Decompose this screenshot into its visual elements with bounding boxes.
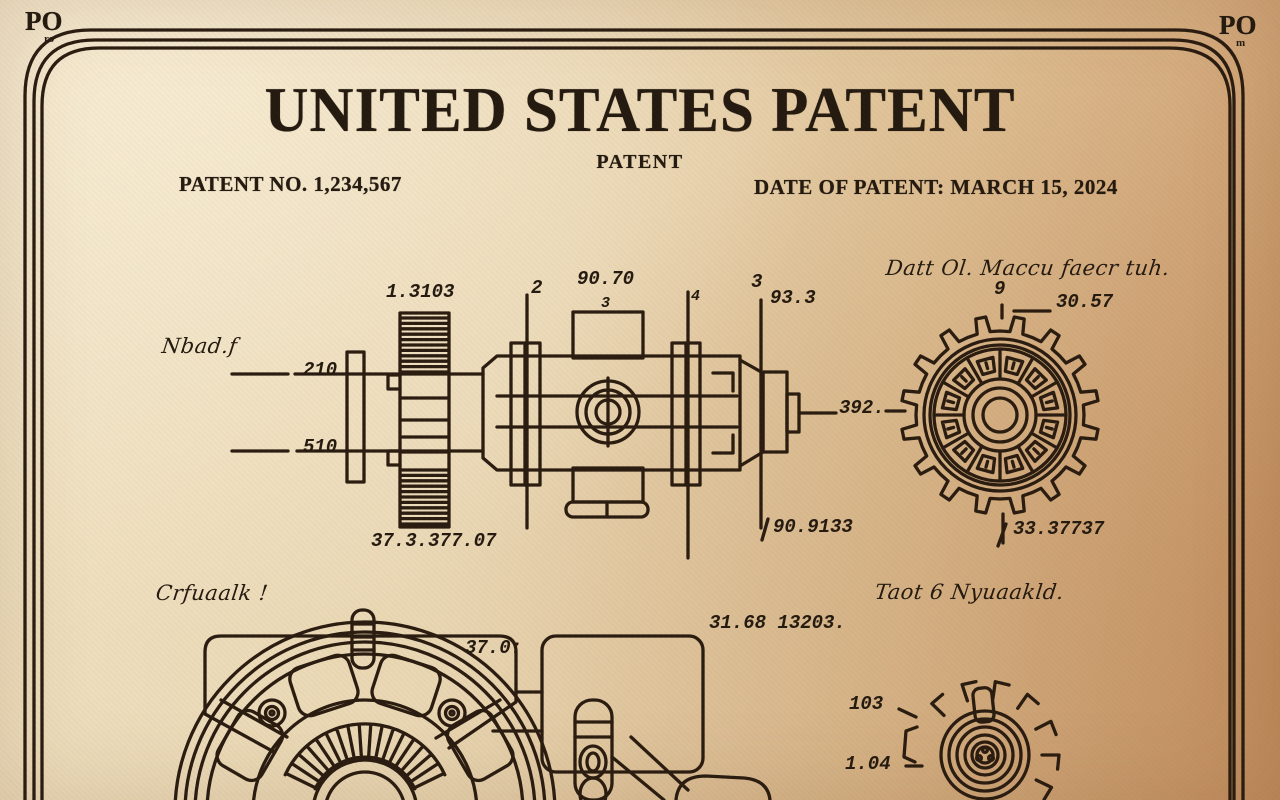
patent-number: PATENT NO. 1,234,567 [179, 172, 402, 196]
fig1-dim-block-sub: 3 [601, 295, 611, 312]
fig4-handwritten-note: Taot 6 Nyuaakld. [873, 580, 1066, 604]
fig1-dim-shaft-upper: 210 [303, 359, 338, 381]
fig3-handwritten-note: Crfuaalk ! [154, 581, 270, 605]
corner-mark-top-right: PO [1219, 10, 1257, 40]
fig3-dim-plate: 37.0: [465, 637, 523, 659]
fig1-marker-3: 3 [751, 271, 763, 293]
page-title: UNITED STATES PATENT [264, 75, 1016, 146]
fig1-dim-gear-top: 1.3103 [386, 281, 455, 303]
fig4-dim-lower: 1.04 [845, 753, 891, 775]
fig1-marker-4: 4 [691, 288, 701, 305]
fig1-dim-block: 90.70 [577, 268, 635, 290]
document-border [23, 28, 1245, 800]
page-subtitle: PATENT [596, 151, 684, 173]
fig1-dim-right-top: 93.3 [770, 287, 816, 309]
fig2-dim-top-right: 30.57 [1056, 291, 1114, 313]
corner-mark-top-left: PO [25, 6, 63, 36]
fig1-dim-gear-bottom: 37.3.377.07 [371, 530, 497, 552]
fig1-dim-bottom-right: 90.9133 [773, 516, 853, 538]
figure3-flywheel-housing-drawing [173, 608, 772, 800]
figure1-shaft-assembly-drawing [230, 290, 907, 560]
fig2-dim-bottom: 33.37737 [1013, 518, 1105, 540]
fig2-handwritten-note: Datt Ol. Maccu faecr tuh. [884, 256, 1172, 280]
corner-mark-top-left-sub: ro [44, 33, 55, 45]
patent-date: DATE OF PATENT: MARCH 15, 2024 [754, 175, 1118, 199]
fig3-dim-note: 31.68 13203. [709, 612, 846, 634]
fig1-dim-leader-right: 392. [839, 397, 885, 419]
fig1-marker-2: 2 [531, 277, 543, 299]
figure2-gear-front-view-drawing [900, 303, 1100, 548]
fig4-dim-upper: 103 [849, 693, 884, 715]
fig1-handwritten-note: Nbad.f [160, 334, 239, 358]
figure4-spiral-gear-detail-drawing [897, 679, 1061, 800]
fig1-dim-shaft-lower: 510 [303, 436, 338, 458]
corner-mark-top-right-sub: m [1236, 37, 1246, 49]
fig2-marker-top: 9 [994, 278, 1006, 300]
